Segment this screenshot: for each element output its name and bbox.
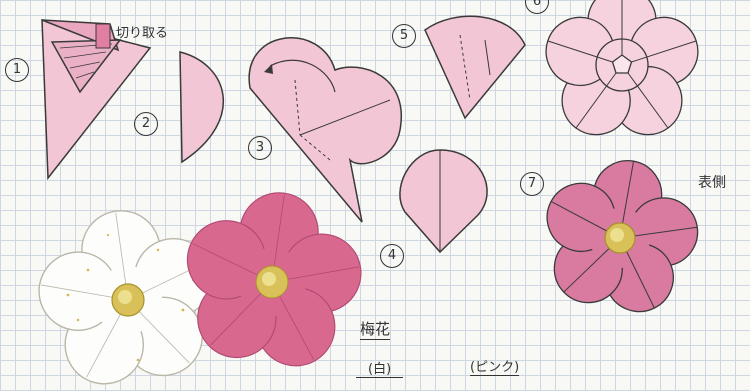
step1-folded-paper (42, 20, 150, 178)
step-number-3: 3 (248, 136, 272, 160)
white-label: (白) (356, 358, 403, 378)
step5-wedge-fold (425, 16, 525, 118)
plum-blossom-title: 梅花 (360, 318, 390, 340)
step-number-5: 5 (392, 24, 416, 48)
step-number-4: 4 (380, 244, 404, 268)
step6-flower-back (537, 0, 706, 148)
step-number-1: 1 (5, 58, 29, 82)
pink-label: (ピンク) (470, 356, 519, 376)
step2-half-petal (180, 52, 223, 162)
step-number-7: 7 (520, 172, 544, 196)
step-number-2: 2 (134, 112, 158, 136)
cut-note: 切り取る (116, 22, 168, 41)
front-side-note: 表側 (698, 172, 726, 192)
step7-flower-front (522, 146, 717, 334)
step4-petal (400, 150, 487, 252)
